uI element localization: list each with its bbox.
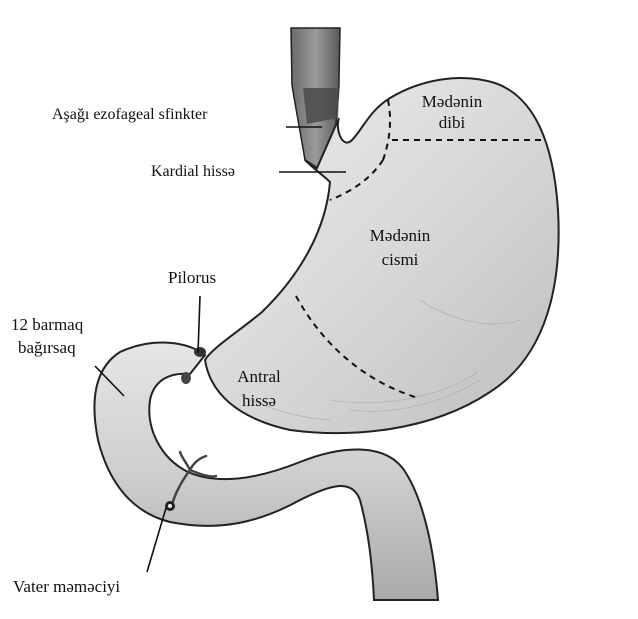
label-antrum-line2: hissə	[224, 391, 294, 410]
label-vater-papilla: Vater məməciyi	[13, 577, 120, 596]
pylorus-opening	[194, 347, 206, 357]
label-body-line2: cismi	[350, 250, 450, 269]
pylorus-inner	[181, 372, 191, 384]
label-pylorus: Pilorus	[168, 268, 216, 287]
label-fundus-line1: Mədənin	[402, 92, 502, 111]
label-duodenum-line2: bağırsaq	[18, 338, 76, 357]
label-cardia: Kardial hissə	[151, 162, 235, 181]
label-fundus-line2: dibi	[402, 113, 502, 132]
label-lower-esophageal-sphincter: Aşağı ezofageal sfinkter	[52, 105, 207, 124]
label-antrum-line1: Antral	[224, 367, 294, 386]
label-body-line1: Mədənin	[350, 226, 450, 245]
esophagus-sphincter-band	[303, 88, 339, 124]
label-duodenum-line1: 12 barmaq	[11, 315, 83, 334]
